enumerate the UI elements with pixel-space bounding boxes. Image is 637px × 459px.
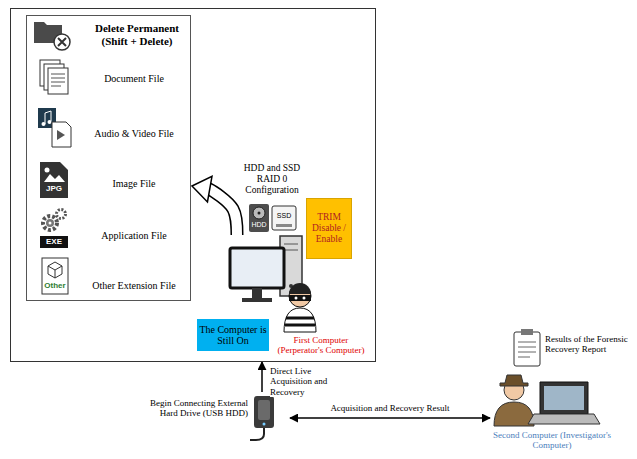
investigator-figure: [494, 375, 534, 426]
delete-icon-part: [54, 34, 70, 50]
monitor-part: [230, 248, 284, 288]
document-icon-part: [48, 68, 68, 94]
usb-hdd-icon-part: [263, 423, 266, 426]
ssd-icon-part: [272, 206, 296, 230]
investigator-computer: Second Computer (Investigator's Computer…: [490, 370, 614, 456]
other-file-icon-part: [48, 262, 62, 278]
media-icon-part: [52, 122, 71, 147]
monitor: [230, 248, 284, 302]
node-text: First Computer (Perperator's Computer): [271, 335, 371, 356]
application-icon-part: [60, 213, 63, 216]
usb-drive: Begin Connecting External Hard Drive (US…: [150, 392, 290, 440]
node-text: Other Extension File: [79, 280, 189, 292]
pc-tower-part: [284, 244, 298, 250]
perpetrator-figure-part: [303, 297, 306, 300]
hdd-icon: [249, 204, 269, 232]
document-icon: [40, 60, 68, 94]
node-text: Application File: [79, 230, 189, 242]
hdd-icon-part: [258, 212, 261, 215]
icon-label: EXE: [40, 237, 68, 246]
usb-hdd-icon: [250, 396, 274, 440]
media-icon-part: [45, 111, 51, 124]
edge-label: Direct Live Acquisition and Recovery: [270, 366, 352, 397]
media-icon-part: [48, 120, 52, 124]
trim-box: TRIM Disable / Enable: [306, 198, 352, 259]
perpetrator-figure-part: [284, 308, 316, 332]
monitor-part: [252, 288, 262, 298]
node-text: TRIM Disable / Enable: [309, 212, 349, 245]
report-clipboard-part: [514, 332, 540, 366]
application-icon-part: [49, 222, 52, 225]
application-icon-part: [46, 219, 54, 227]
node-text: Document File: [79, 73, 189, 85]
application-icon-part: [57, 210, 66, 219]
node-text: Begin Connecting External Hard Drive (US…: [150, 398, 248, 419]
perpetrator-figure-part: [295, 297, 298, 300]
investigator-figure-part: [500, 375, 528, 386]
raid-label: HDD and SSD RAID 0 Configuration: [240, 163, 304, 196]
file-list-box: Delete Permanent (Shift + Delete) Documen…: [26, 15, 191, 301]
image-icon: [40, 162, 68, 198]
delete-icon: [34, 22, 70, 50]
status-box: The Computer is Still On: [197, 319, 269, 351]
scene-frame: Delete Permanent (Shift + Delete) Documen…: [10, 8, 376, 362]
laptop-part: [540, 382, 588, 414]
node-text: Image File: [79, 178, 189, 190]
image-icon-part: [45, 168, 50, 173]
perpetrator-figure: [284, 283, 316, 332]
acquisition-arrow: [262, 362, 263, 392]
ssd-icon-part: [276, 224, 292, 227]
icon-label: JPG: [40, 184, 68, 193]
laptop-part: [528, 414, 600, 424]
perpetrator-figure-part: [289, 283, 311, 294]
arrow-line: [261, 362, 263, 392]
investigator-figure-part: [494, 402, 534, 426]
report-clipboard: [514, 329, 540, 366]
report-clipboard-part: [518, 342, 536, 357]
perpetrator-figure-part: [285, 318, 315, 325]
delete-icon-part: [58, 38, 66, 46]
image-icon-part: [40, 162, 68, 198]
node-text: Delete Permanent (Shift + Delete): [85, 22, 189, 47]
icon-label: SSD: [272, 212, 296, 220]
media-icon-part: [57, 130, 65, 140]
node-text: Audio & Video File: [79, 128, 189, 140]
usb-hdd-icon-part: [254, 396, 274, 428]
node-text: Second Computer (Investigator's Computer…: [490, 430, 614, 451]
document-icon-part: [51, 74, 65, 86]
report-label: Results of the Forensic Recovery Report: [545, 334, 631, 355]
report-clipboard-part: [521, 329, 533, 335]
arrow-fill: [207, 189, 237, 235]
result-arrow: [290, 418, 490, 419]
usb-hdd-icon-part: [258, 400, 270, 420]
application-icon-part: [40, 236, 68, 248]
laptop-part: [544, 386, 584, 410]
application-icon: [40, 210, 68, 249]
perpetrator-figure-part: [289, 295, 311, 301]
ssd-icon: [272, 206, 296, 230]
media-icon: [38, 108, 71, 147]
laptop: [528, 382, 600, 424]
media-icon-part: [42, 122, 46, 126]
edge-label: Acquisition and Recovery Result: [318, 403, 462, 413]
arrow-outline: [207, 189, 237, 235]
monitor-part: [242, 298, 272, 302]
arrow-line: [290, 417, 490, 419]
arrow-head: [192, 176, 212, 202]
hdd-icon-part: [249, 204, 269, 232]
image-icon-part: [44, 174, 65, 182]
icon-label: Other: [38, 281, 72, 290]
application-icon-part: [43, 216, 57, 230]
hollow-arrow: [192, 176, 237, 235]
icon-label: HDD: [249, 221, 269, 229]
usb-hdd-icon-part: [250, 428, 264, 440]
hdd-icon-part: [253, 207, 265, 219]
node-text: The Computer is Still On: [199, 324, 267, 347]
